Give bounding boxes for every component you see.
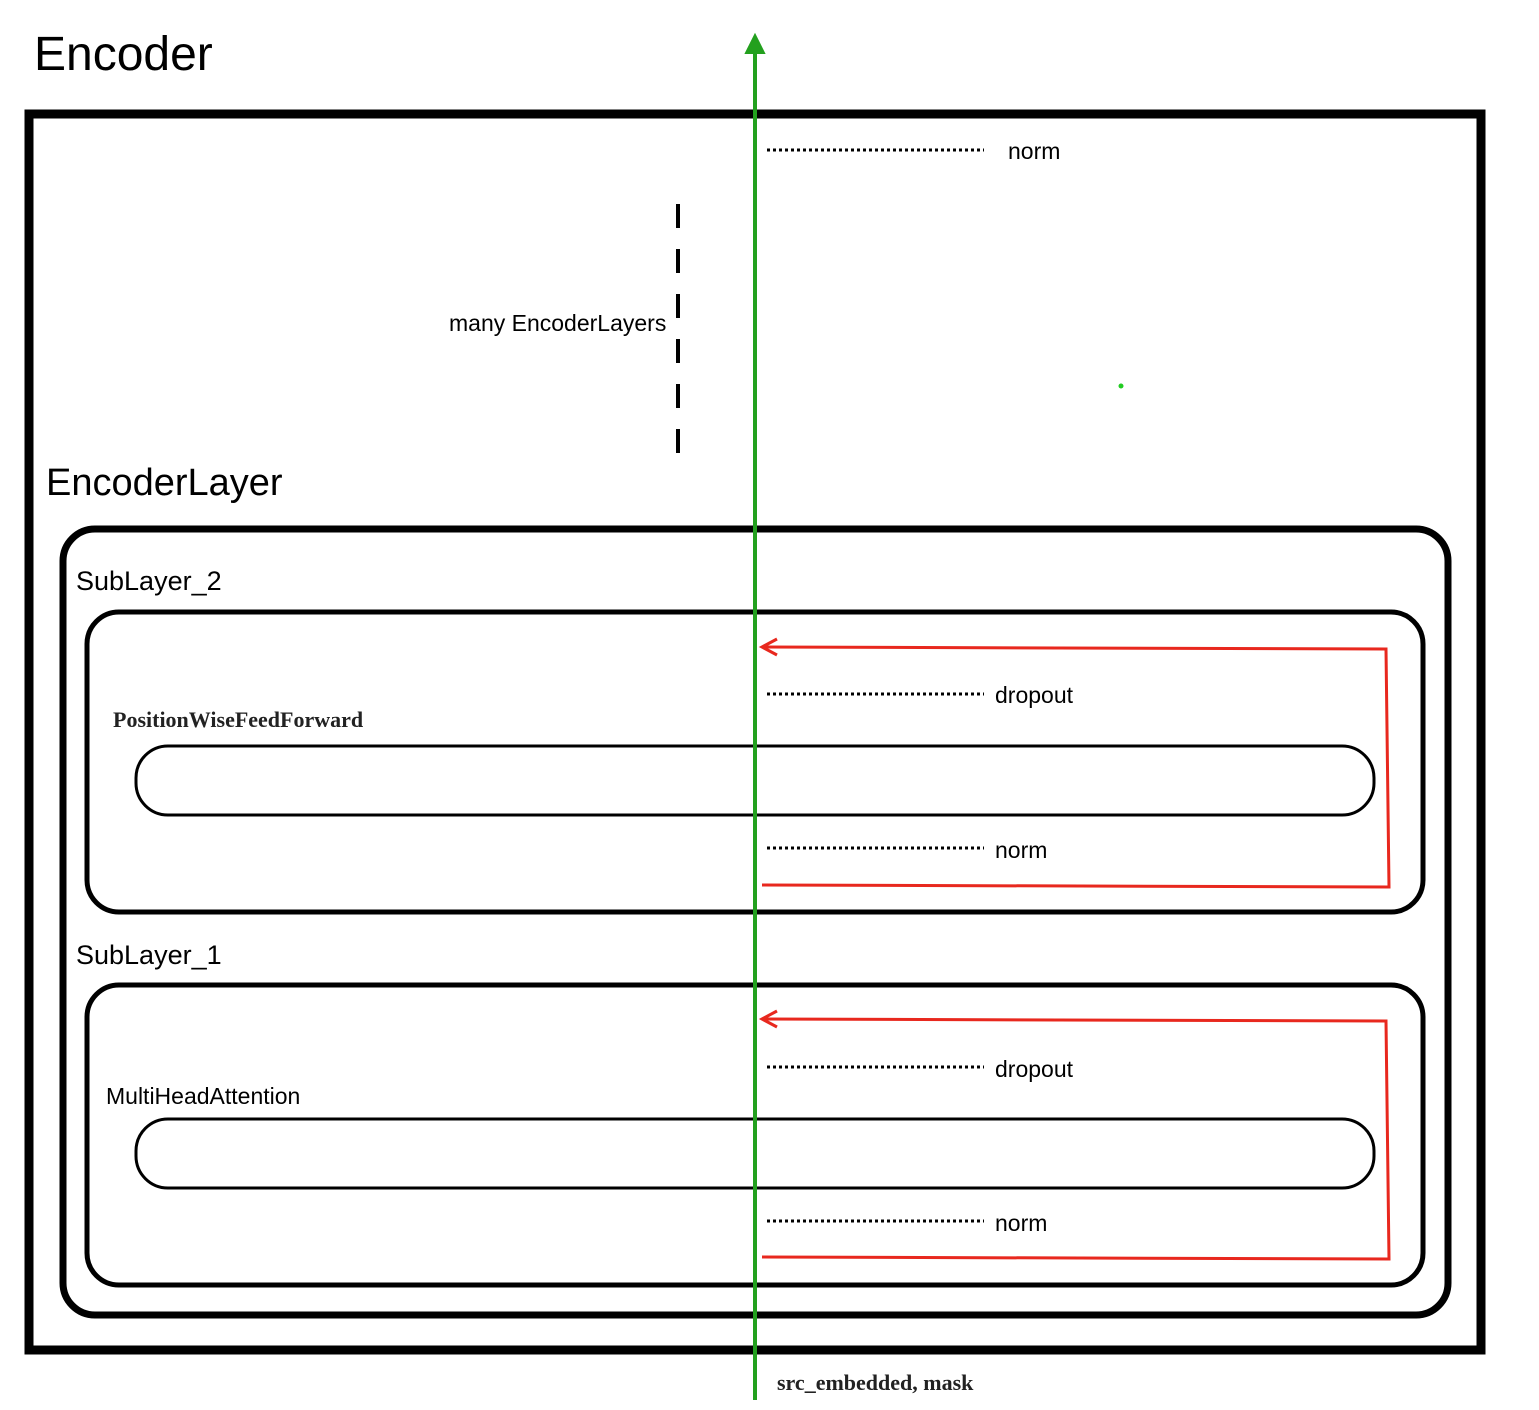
sublayer-2-residual-arrow (761, 645, 1391, 889)
sublayer-2-module-label: PositionWiseFeedForward (113, 707, 363, 732)
sublayer-1-module-label: MultiHeadAttention (106, 1083, 300, 1109)
sublayer-1-norm-label: norm (995, 1210, 1047, 1236)
sublayer-1-residual-arrowhead (758, 1009, 778, 1029)
sublayer-1-title: SubLayer_1 (76, 940, 222, 970)
sublayer-2-title: SubLayer_2 (76, 566, 222, 596)
sublayer-1-dropout-label: dropout (995, 1056, 1074, 1082)
encoder-norm-label: norm (1008, 138, 1060, 164)
input-label: src_embedded, mask (777, 1370, 974, 1395)
green-dot (1118, 383, 1124, 389)
sublayer-2-residual-arrowhead (758, 637, 778, 657)
sublayer-2-dropout-label: dropout (995, 682, 1074, 708)
encoder-title: Encoder (34, 28, 213, 81)
sublayer-2-norm-label: norm (995, 837, 1047, 863)
sublayer-1-residual-arrow (761, 1017, 1391, 1261)
repeat-label: many EncoderLayers (449, 310, 666, 336)
encoder-layer-title: EncoderLayer (46, 462, 283, 504)
data-flow-arrowhead (744, 32, 766, 54)
